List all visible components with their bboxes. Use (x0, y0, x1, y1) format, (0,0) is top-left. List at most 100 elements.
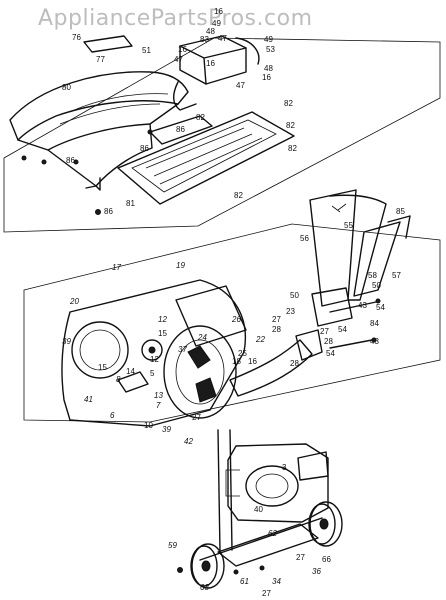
label-61: 61 (240, 577, 249, 586)
hood-bolt-1 (21, 155, 27, 161)
label-42: 42 (184, 437, 193, 446)
housing-top-cover (175, 285, 247, 347)
label-49: 49 (264, 35, 273, 44)
chute-handle (387, 215, 411, 239)
label-28: 28 (324, 337, 333, 346)
knife-block (117, 371, 149, 393)
label-40: 40 (254, 505, 263, 514)
chute-side (329, 194, 387, 301)
label-8: 8 (116, 375, 121, 384)
label-10: 10 (144, 421, 153, 430)
label-27: 27 (262, 589, 271, 598)
label-20: 20 (69, 297, 79, 306)
impeller-plate (163, 325, 237, 419)
label-86: 86 (176, 125, 185, 134)
label-54: 54 (376, 303, 385, 312)
label-16: 16 (206, 59, 215, 68)
deflector-panel (117, 111, 295, 205)
housing-front-inner (79, 329, 121, 371)
label-27: 27 (192, 413, 201, 422)
label-17: 17 (112, 263, 121, 272)
label-7: 7 (156, 401, 161, 410)
frame-upright (217, 429, 233, 553)
bracket-loop (173, 81, 197, 111)
label-14: 14 (126, 367, 135, 376)
label-82: 82 (234, 191, 243, 200)
label-86: 86 (140, 144, 149, 153)
small-plate (149, 115, 213, 145)
housing-outline (61, 279, 246, 427)
engine-recoil-inner (255, 473, 289, 499)
part-labels: 16 49 48 76 47 83 49 53 51 16 77 47 16 4… (62, 7, 405, 598)
label-15: 15 (98, 363, 107, 372)
label-19: 19 (176, 261, 185, 270)
label-82: 82 (284, 99, 293, 108)
hub (141, 339, 163, 361)
label-51: 51 (142, 46, 151, 55)
label-16: 16 (248, 357, 257, 366)
label-50: 50 (372, 281, 381, 290)
label-47: 47 (174, 55, 183, 64)
label-83: 83 (200, 35, 209, 44)
label-18: 18 (232, 357, 241, 366)
label-47: 47 (218, 34, 227, 43)
chute-hopper (309, 189, 357, 307)
label-16: 16 (178, 45, 187, 54)
frame-base (217, 523, 319, 567)
label-15: 15 (158, 329, 167, 338)
label-28: 28 (290, 359, 299, 368)
label-57: 57 (392, 271, 401, 280)
label-48: 48 (206, 27, 215, 36)
label-3: 3 (282, 463, 287, 472)
wheel-left-hub (201, 560, 211, 572)
hood-tip (85, 177, 101, 191)
label-82: 82 (286, 121, 295, 130)
label-50: 50 (290, 291, 299, 300)
label-76: 76 (72, 33, 81, 42)
label-28: 28 (272, 325, 281, 334)
label-49: 49 (212, 19, 221, 28)
label-86: 86 (104, 207, 113, 216)
label-85: 85 (396, 207, 405, 216)
chute-base (311, 287, 353, 327)
label-16: 16 (262, 73, 271, 82)
wheel-left (191, 543, 225, 589)
upper-region-outline (3, 37, 441, 233)
label-47: 47 (236, 81, 245, 90)
label-41: 41 (84, 395, 93, 404)
label-86: 86 (66, 156, 75, 165)
bolt-84-end (375, 298, 381, 304)
label-58: 58 (368, 271, 377, 280)
chute-cover-57 (353, 221, 401, 297)
impeller-blades (187, 345, 217, 403)
washer-61 (233, 569, 239, 575)
engine-muffler (225, 469, 240, 497)
elbow-flange (295, 329, 323, 361)
label-37: 37 (178, 345, 187, 354)
bracket-77 (83, 35, 133, 53)
panel-bolt (95, 209, 101, 215)
wheel-right-tread (308, 503, 336, 545)
hood-lower-edge (17, 103, 179, 151)
engine-body (227, 443, 329, 523)
lower-assembly (23, 189, 441, 589)
label-26: 26 (231, 315, 241, 324)
label-54: 54 (326, 349, 335, 358)
hood-ribs (59, 93, 169, 125)
plate-bolt (147, 129, 153, 135)
impeller-inner (175, 339, 225, 405)
housing-front-opening (71, 321, 129, 379)
label-43: 43 (370, 337, 379, 346)
label-84: 84 (370, 319, 379, 328)
label-80: 80 (62, 83, 71, 92)
wheel-left-tread (190, 545, 218, 587)
top-bracket-edges (179, 45, 247, 85)
label-16: 16 (214, 7, 223, 16)
label-27: 27 (320, 327, 329, 336)
upper-assembly (3, 35, 441, 233)
label-81: 81 (126, 199, 135, 208)
chute-fastener (331, 203, 347, 213)
top-bracket (179, 35, 247, 85)
hub-center (148, 346, 156, 354)
